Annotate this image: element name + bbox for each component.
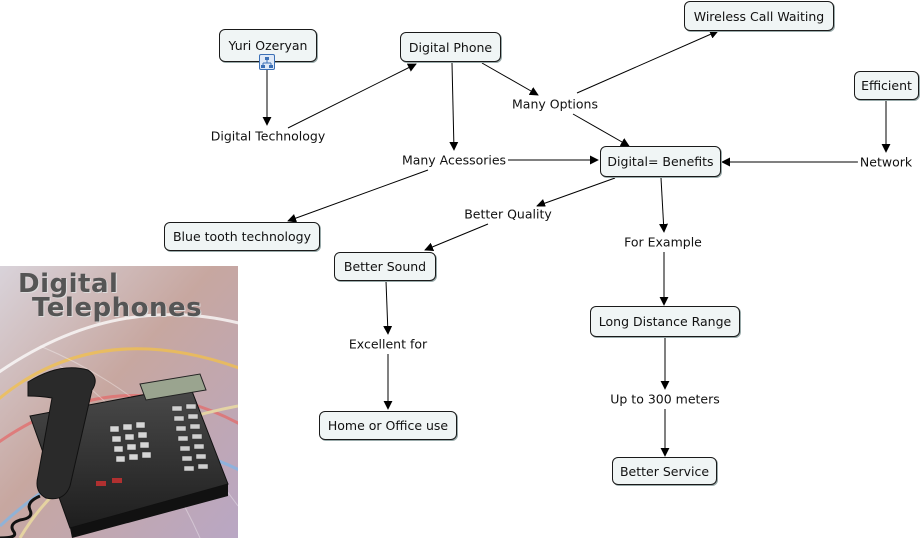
digital-telephones-title: Digital Telephones xyxy=(18,269,203,323)
phrase-up-to-300-meters[interactable]: Up to 300 meters xyxy=(608,391,722,407)
photo-title-line-2: Telephones xyxy=(32,293,203,323)
concept-digital-phone[interactable]: Digital Phone xyxy=(400,32,501,62)
phrase-many-acessories[interactable]: Many Acessories xyxy=(399,152,509,168)
link-many-options-to-wireless xyxy=(576,30,719,94)
phrase-excellent-for[interactable]: Excellent for xyxy=(346,336,430,352)
concept-home-office-use[interactable]: Home or Office use xyxy=(319,411,457,440)
phrase-many-options[interactable]: Many Options xyxy=(510,96,600,112)
concept-map-resource-icon[interactable] xyxy=(259,54,275,70)
digital-telephones-image: Digital Telephones xyxy=(0,266,238,538)
link-many-options-to-benefits xyxy=(572,113,630,147)
phrase-for-example[interactable]: For Example xyxy=(622,234,704,250)
concept-efficient[interactable]: Efficient xyxy=(854,71,919,100)
concept-better-service[interactable]: Better Service xyxy=(612,457,717,485)
phrase-better-quality[interactable]: Better Quality xyxy=(462,206,554,222)
concept-wireless-call-waiting[interactable]: Wireless Call Waiting xyxy=(684,1,834,31)
telephone-illustration xyxy=(0,266,238,538)
link-better-sound-to-excellent-for xyxy=(383,280,393,335)
link-phone-to-many-acessories xyxy=(449,62,459,151)
link-benefits-to-better-quality xyxy=(536,177,616,208)
link-benefits-to-for-example xyxy=(659,177,669,233)
link-better-quality-to-better-sound xyxy=(424,223,489,252)
concept-bluetooth-technology[interactable]: Blue tooth technology xyxy=(164,222,320,251)
link-many-acessories-to-bluetooth xyxy=(287,169,429,223)
link-digital-technology-to-phone xyxy=(287,63,417,129)
photo-title-line-1: Digital xyxy=(18,269,119,299)
concept-long-distance-range[interactable]: Long Distance Range xyxy=(590,306,740,337)
phrase-digital-technology[interactable]: Digital Technology xyxy=(208,128,328,144)
link-phone-to-many-options xyxy=(481,62,539,96)
concept-better-sound[interactable]: Better Sound xyxy=(334,252,436,281)
phrase-network[interactable]: Network xyxy=(857,154,915,170)
concept-digital-benefits[interactable]: Digital= Benefits xyxy=(600,146,721,177)
